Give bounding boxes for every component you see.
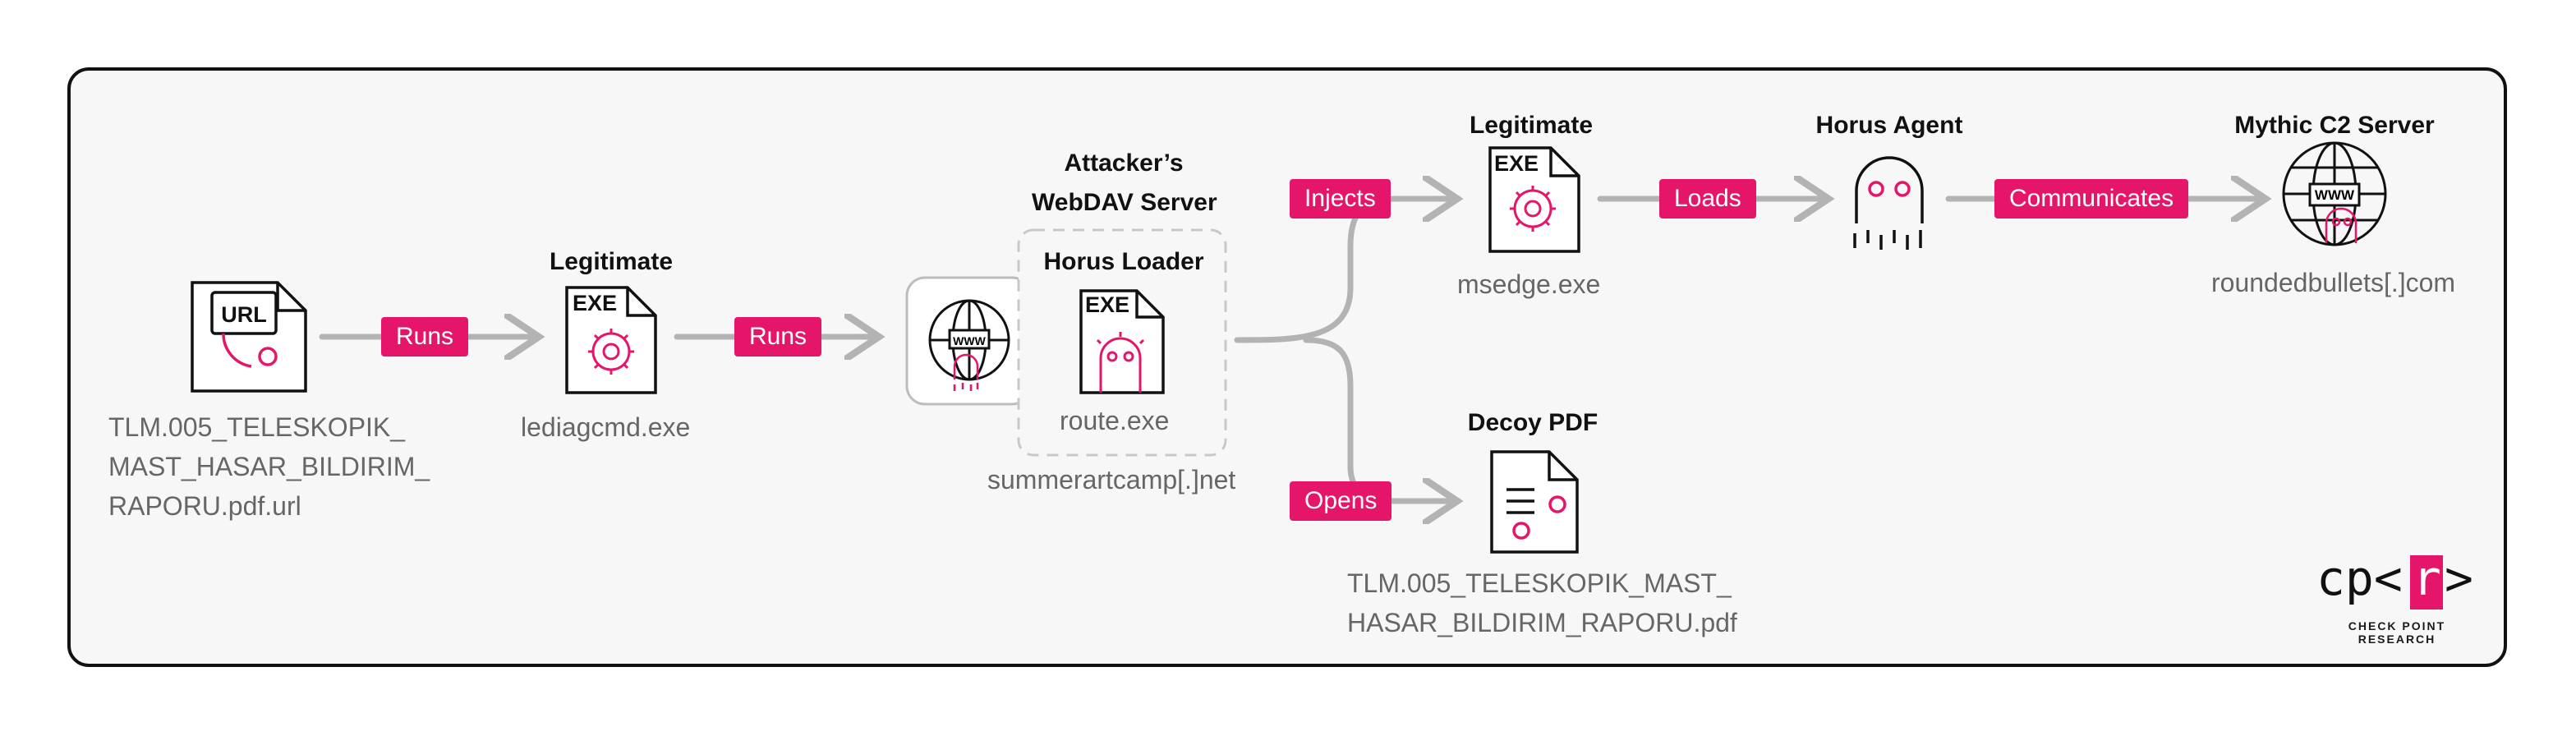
webdav-domain-caption: summerartcamp[.]net [987, 465, 1236, 494]
check-point-research-logo: cp< r > CHECK POINT RESEARCH [2315, 547, 2479, 646]
diagram-frame [67, 67, 2507, 667]
www-label-1: WWW [953, 334, 986, 347]
msedge-caption: msedge.exe [1457, 269, 1601, 299]
logo-text-mid: r [2413, 550, 2441, 606]
arrow-branch [1234, 199, 1457, 343]
logo-text-right: > [2445, 550, 2473, 606]
horus-agent-ghost-icon [1853, 156, 1924, 250]
ghost-gear-icon [1096, 332, 1145, 393]
globe-icon [928, 299, 1010, 381]
url-caption-line-1: TLM.005_TELESKOPIK_ [108, 412, 406, 442]
ghost-icon-small [953, 353, 979, 391]
decoy-title: Decoy PDF [1467, 409, 1598, 436]
decoy-caption-line-2: HASAR_BILDIRIM_RAPORU.pdf [1347, 608, 1737, 637]
loader-badge: EXE [1085, 292, 1129, 317]
injects-label: Injects [1290, 179, 1391, 218]
ghost-icon-mythic [2325, 207, 2358, 243]
logo-subtitle: CHECK POINT RESEARCH [2348, 619, 2446, 646]
gear-icon-2 [1510, 186, 1556, 232]
decoy-caption-line-1: TLM.005_TELESKOPIK_MAST_ [1347, 568, 1732, 598]
url-badge: URL [221, 302, 267, 327]
exe-file-icon [565, 286, 657, 394]
msedge-badge: EXE [1494, 151, 1539, 176]
communicates-label: Communicates [1994, 179, 2189, 218]
msedge-exe-icon [1488, 146, 1580, 253]
runs-label-1: Runs [381, 317, 469, 356]
gear-icon [588, 329, 634, 375]
loads-label: Loads [1659, 179, 1756, 218]
lediagcmd-caption: lediagcmd.exe [521, 412, 691, 442]
logo-text-left: cp< [2316, 550, 2403, 606]
runs-label-2: Runs [734, 317, 822, 356]
msedge-title: Legitimate [1469, 112, 1594, 139]
lediagcmd-badge: EXE [573, 291, 617, 315]
logo-mark: cp< r > [2316, 550, 2473, 610]
webdav-title-line-1: Attacker’s [1064, 150, 1184, 177]
mythic-caption: roundedbullets[.]com [2211, 268, 2456, 297]
pdf-document-icon [1490, 450, 1579, 554]
url-caption-line-2: MAST_HASAR_BILDIRIM_ [108, 452, 430, 481]
url-file-icon [191, 281, 307, 393]
arrow-branch-down [1303, 337, 1457, 501]
mythic-title: Mythic C2 Server [2234, 112, 2435, 139]
horus-loader-title: Horus Loader [1043, 248, 1204, 275]
route-exe-caption: route.exe [1060, 406, 1170, 435]
horus-agent-title: Horus Agent [1815, 112, 1963, 139]
www-label-2: WWW [2315, 187, 2355, 203]
url-caption-line-3: RAPORU.pdf.url [108, 491, 301, 521]
mythic-globe-icon [2282, 141, 2387, 246]
webdav-title-line-2: WebDAV Server [1032, 189, 1217, 216]
opens-label: Opens [1290, 481, 1392, 521]
lediagcmd-title: Legitimate [549, 248, 674, 275]
